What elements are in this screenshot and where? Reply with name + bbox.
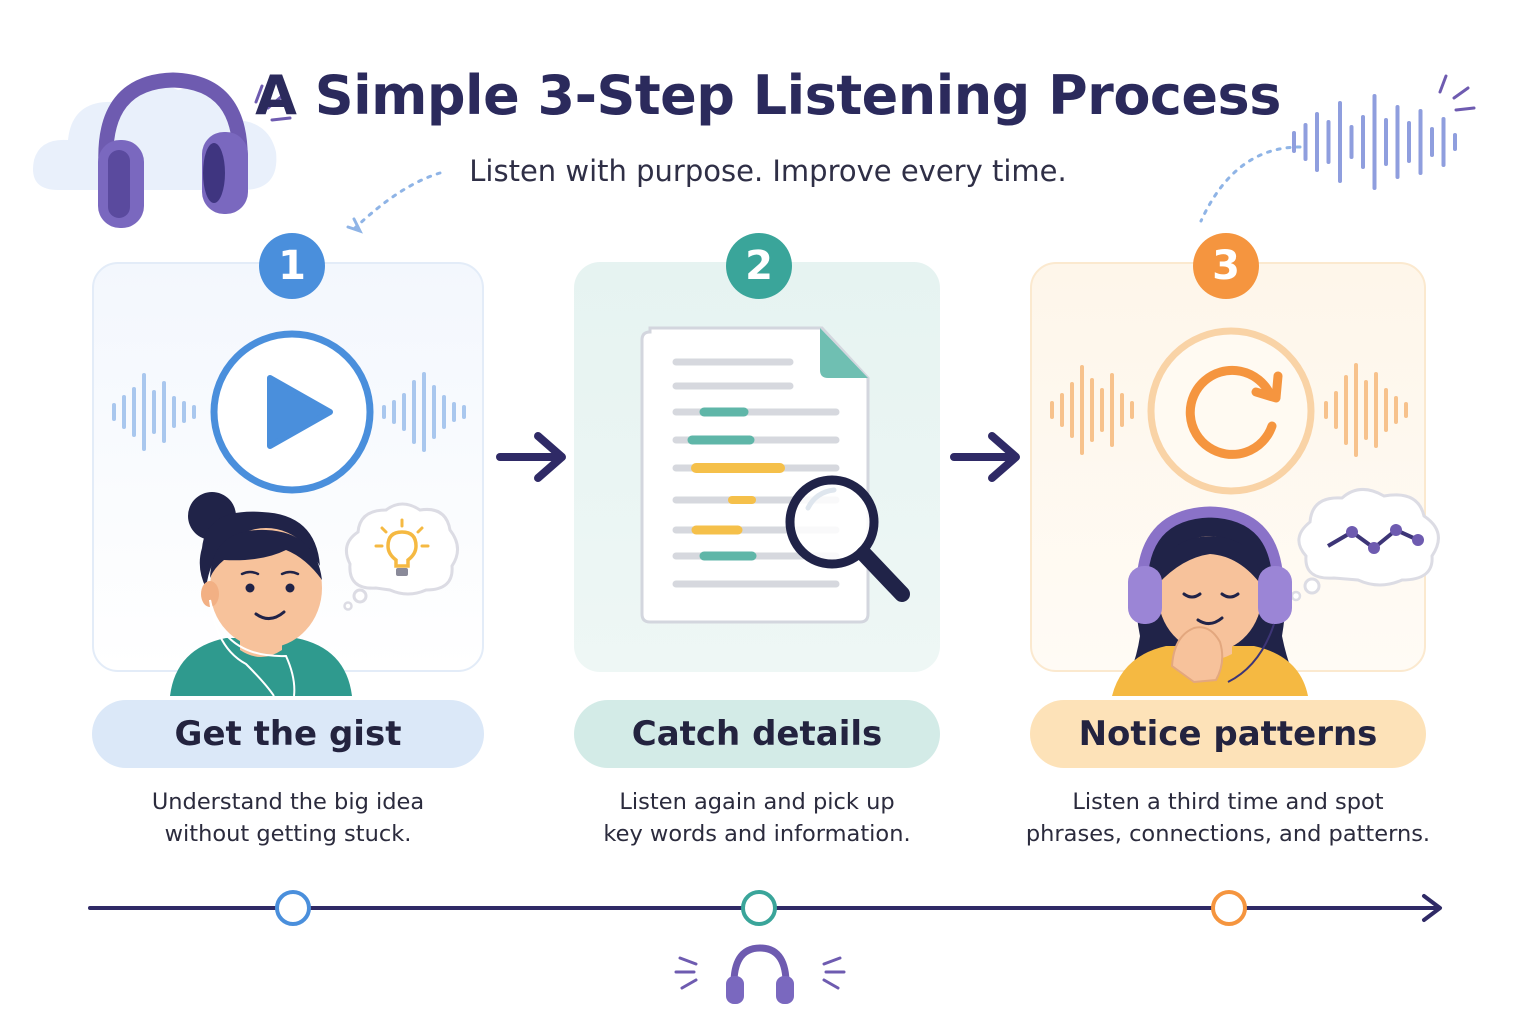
timeline-marker-2 xyxy=(741,890,777,926)
sound-wave-icon xyxy=(382,372,466,452)
step-3-label: Notice patterns xyxy=(1030,700,1426,768)
timeline-marker-1 xyxy=(275,890,311,926)
description-line: Listen again and pick up xyxy=(619,789,895,815)
description-line: without getting stuck. xyxy=(164,821,412,847)
step-3-badge: 3 xyxy=(1193,233,1259,299)
sound-wave-icon xyxy=(1050,365,1134,455)
step-2-label: Catch details xyxy=(574,700,940,768)
headphones-icon xyxy=(674,944,846,1004)
dotted-path-right xyxy=(1199,145,1302,223)
sound-wave-icon xyxy=(1324,363,1408,457)
pattern-line-icon xyxy=(1326,524,1424,554)
description-line: key words and information. xyxy=(603,821,911,847)
listener-person-1 xyxy=(170,492,352,697)
replay-icon xyxy=(1147,327,1315,495)
sparkle-lines xyxy=(254,84,292,122)
page-title: A Simple 3-Step Listening Process xyxy=(255,64,1281,127)
headphones-icon xyxy=(98,72,248,228)
step-1-description: Understand the big idea without getting … xyxy=(92,786,484,850)
description-line: Understand the big idea xyxy=(151,789,425,815)
timeline xyxy=(88,890,1442,926)
arrow-right-icon xyxy=(950,432,1020,482)
timeline-marker-3 xyxy=(1211,890,1247,926)
lightbulb-icon xyxy=(374,518,430,576)
listener-person-3 xyxy=(1112,506,1308,696)
arrow-right-icon xyxy=(496,432,566,482)
sparkle-lines xyxy=(1438,74,1476,112)
sound-wave-icon xyxy=(112,373,196,451)
dotted-path-left xyxy=(346,171,442,234)
step-2-description: Listen again and pick up key words and i… xyxy=(574,786,940,850)
step-3-description: Listen a third time and spot phrases, co… xyxy=(1010,786,1446,850)
document-magnifier-icon xyxy=(640,326,910,624)
step-1-label: Get the gist xyxy=(92,700,484,768)
play-icon xyxy=(210,330,374,494)
thought-bubble xyxy=(343,502,459,611)
sound-wave-icon xyxy=(1292,94,1457,190)
thought-bubble xyxy=(1290,488,1440,602)
description-line: phrases, connections, and patterns. xyxy=(1025,821,1431,847)
step-2-badge: 2 xyxy=(726,233,792,299)
description-line: Listen a third time and spot xyxy=(1072,789,1384,815)
page-subtitle: Listen with purpose. Improve every time. xyxy=(469,154,1067,188)
step-1-badge: 1 xyxy=(259,233,325,299)
